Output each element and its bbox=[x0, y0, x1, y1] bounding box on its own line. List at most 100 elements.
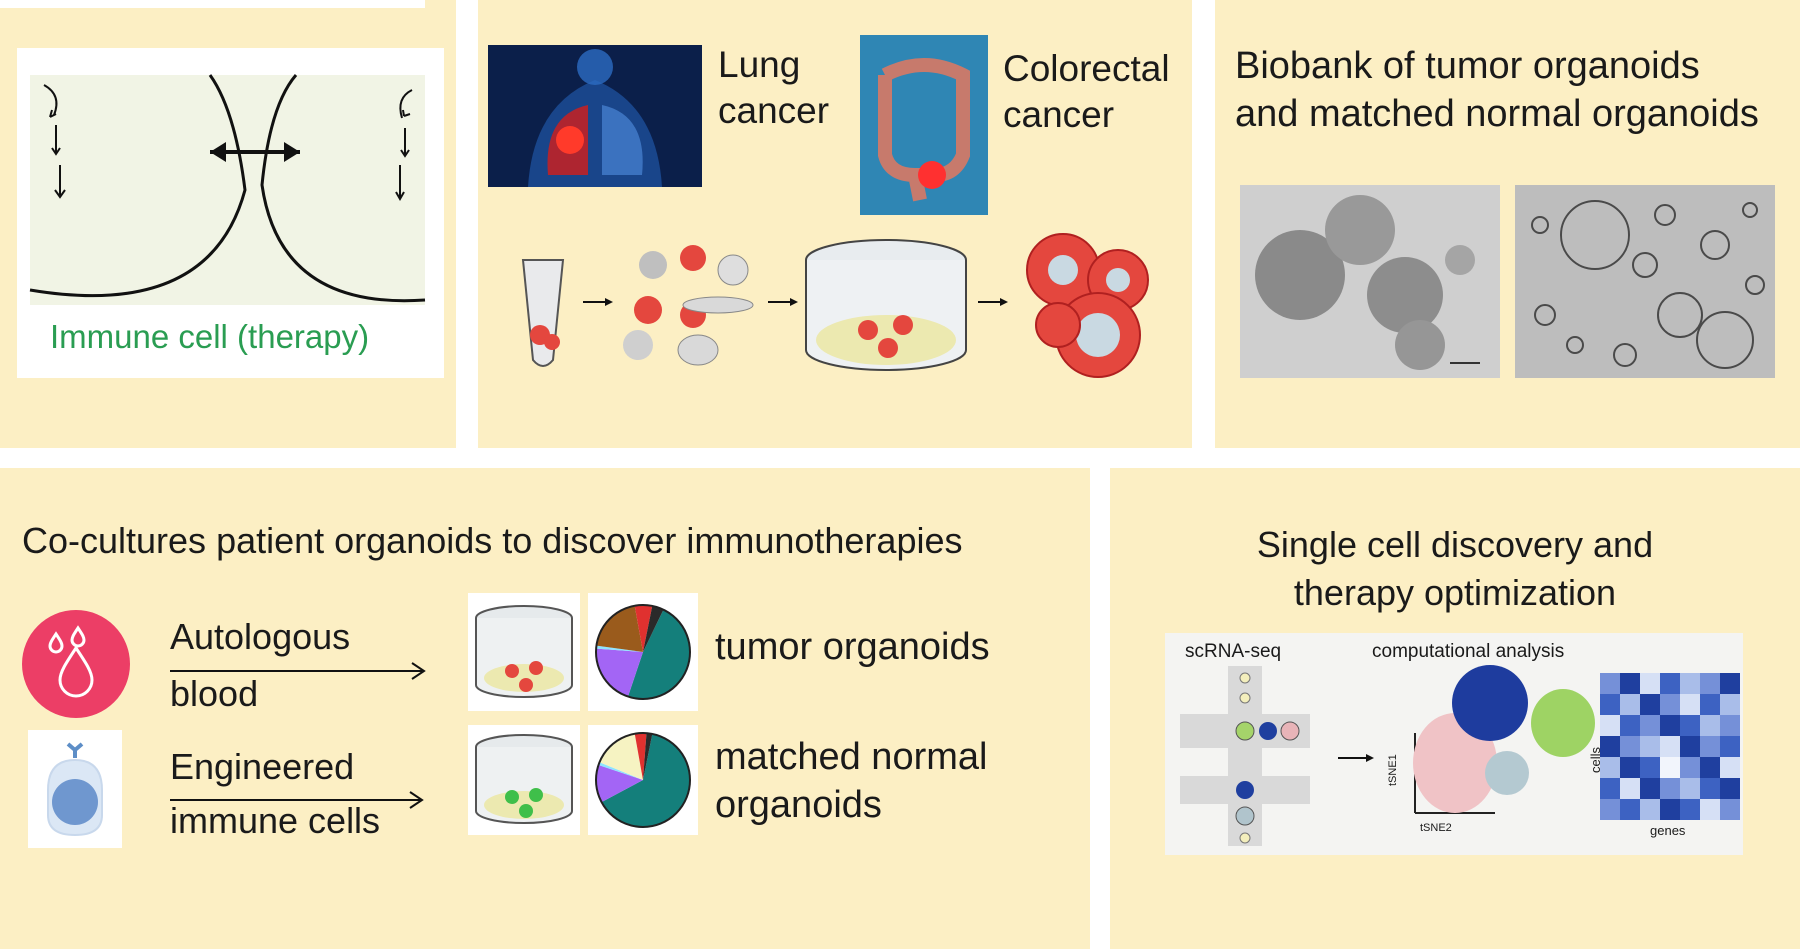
heatmap-cell bbox=[1640, 799, 1660, 820]
heatmap-cell bbox=[1620, 694, 1640, 715]
singlecell-title-line1: Single cell discovery and bbox=[1256, 524, 1654, 565]
heatmap-cell bbox=[1640, 757, 1660, 778]
heatmap-cell bbox=[1660, 799, 1680, 820]
lung-image bbox=[488, 45, 702, 187]
heatmap-cell bbox=[1700, 694, 1720, 715]
heatmap-cell bbox=[1620, 799, 1640, 820]
process-arrow bbox=[1338, 754, 1374, 762]
blood-label: blood bbox=[170, 673, 259, 714]
immune-cell-label: Immune cell (therapy) bbox=[50, 318, 370, 355]
biobank-panel: Biobank of tumor organoids and matched n… bbox=[1215, 0, 1800, 448]
heatmap-cell bbox=[1720, 799, 1740, 820]
heatmap-cell bbox=[1700, 778, 1720, 799]
scrna-seq-label: scRNA-seq bbox=[1185, 641, 1282, 662]
normal-pie-chart bbox=[595, 732, 691, 828]
biobank-title-line2: and matched normal organoids bbox=[1235, 93, 1759, 135]
heatmap-cell bbox=[1680, 673, 1700, 694]
heatmap-cell bbox=[1660, 757, 1680, 778]
tsne-plot bbox=[1413, 665, 1595, 814]
pie-slice-teal bbox=[628, 609, 690, 699]
heatmap-cell bbox=[1620, 673, 1640, 694]
pie-slice-black bbox=[643, 605, 664, 652]
heatmap-cell bbox=[1640, 673, 1660, 694]
heatmap-cell bbox=[1660, 694, 1680, 715]
heatmap-cell bbox=[1680, 715, 1700, 736]
tumor-pie-chart bbox=[595, 604, 691, 700]
tumor-organoids-label: tumor organoids bbox=[715, 626, 990, 668]
heatmap-cell bbox=[1600, 778, 1620, 799]
immune-cells-label: immune cells bbox=[170, 800, 381, 841]
heatmap-cell bbox=[1660, 778, 1680, 799]
blood-drop-icon bbox=[22, 610, 130, 718]
engineered-label: Engineered bbox=[170, 746, 355, 787]
normal-coculture-dish bbox=[468, 725, 580, 835]
pie-slice-brown bbox=[596, 605, 643, 652]
heatmap-cell bbox=[1620, 778, 1640, 799]
pie-slice-cream bbox=[599, 733, 643, 780]
organoids-label: organoids bbox=[715, 784, 882, 826]
pie-outline bbox=[595, 604, 691, 700]
normal-organoid-micrograph bbox=[1515, 185, 1775, 378]
heatmap-cell bbox=[1600, 715, 1620, 736]
biobank-title-line1: Biobank of tumor organoids bbox=[1235, 45, 1700, 87]
heatmap-cell bbox=[1680, 757, 1700, 778]
heatmap-cell bbox=[1660, 736, 1680, 757]
top-left-white-strip bbox=[0, 0, 425, 8]
heatmap-cell bbox=[1720, 715, 1740, 736]
autologous-arrow bbox=[170, 662, 426, 680]
singlecell-title-line2: therapy optimization bbox=[1293, 572, 1617, 613]
pie-slice-light-blue bbox=[596, 645, 643, 652]
heatmap-cell bbox=[1620, 757, 1640, 778]
heatmap-cell bbox=[1700, 736, 1720, 757]
expression-heatmap bbox=[1600, 673, 1740, 820]
heatmap-cell bbox=[1700, 715, 1720, 736]
heatmap-cell bbox=[1620, 736, 1640, 757]
heatmap-cell bbox=[1720, 694, 1740, 715]
heatmap-cell bbox=[1700, 757, 1720, 778]
heatmap-cell bbox=[1680, 799, 1700, 820]
heatmap-cell bbox=[1600, 736, 1620, 757]
heatmap-cell bbox=[1600, 757, 1620, 778]
coculture-title: Co-cultures patient organoids to discove… bbox=[22, 520, 963, 561]
heatmap-cell bbox=[1700, 799, 1720, 820]
tumor-coculture-dish bbox=[468, 593, 580, 711]
heatmap-cell bbox=[1680, 736, 1700, 757]
pie-slice-teal bbox=[601, 733, 690, 827]
heatmap-cell bbox=[1660, 715, 1680, 736]
heatmap-cell bbox=[1640, 778, 1660, 799]
pie-slice-red bbox=[634, 733, 647, 780]
coculture-panel: Co-cultures patient organoids to discove… bbox=[0, 468, 1090, 949]
tsne1-label: tSNE1 bbox=[1387, 754, 1399, 786]
pie-outline bbox=[595, 732, 691, 828]
heatmap-cell bbox=[1660, 673, 1680, 694]
heatmap-cell bbox=[1640, 715, 1660, 736]
organoid-derivation-process bbox=[521, 233, 1149, 378]
heatmap-cell bbox=[1640, 736, 1660, 757]
pie-slice-purple bbox=[596, 764, 643, 803]
heatmap-cell bbox=[1680, 778, 1700, 799]
lung-cancer-label: Lung cancer bbox=[718, 44, 830, 131]
heatmap-cell bbox=[1600, 673, 1620, 694]
heatmap-cell bbox=[1600, 694, 1620, 715]
tsne2-label: tSNE2 bbox=[1420, 822, 1452, 834]
dissociated-cells bbox=[623, 245, 754, 366]
tumor-organoid-micrograph bbox=[1240, 185, 1500, 378]
heatmap-cell bbox=[1600, 799, 1620, 820]
heatmap-cell bbox=[1700, 673, 1720, 694]
immune-panel: Immune cell (therapy) bbox=[0, 0, 456, 448]
matched-normal-label: matched normal bbox=[715, 736, 988, 778]
heatmap-cell bbox=[1720, 778, 1740, 799]
colorectal-image bbox=[860, 35, 988, 215]
autologous-label: Autologous bbox=[170, 616, 351, 657]
sample-tube bbox=[521, 259, 565, 367]
engineered-arrow bbox=[170, 791, 424, 809]
heatmap-grid bbox=[1600, 673, 1740, 820]
pie-slice-black bbox=[643, 733, 653, 780]
heatmap-cell bbox=[1640, 694, 1660, 715]
pie-slice-red bbox=[634, 605, 653, 652]
genes-label: genes bbox=[1650, 823, 1686, 838]
culture-dish bbox=[805, 239, 967, 371]
cell-contact-diagram bbox=[29, 74, 426, 303]
heatmap-cell bbox=[1720, 736, 1740, 757]
singlecell-panel: Single cell discovery and therapy optimi… bbox=[1110, 468, 1800, 949]
